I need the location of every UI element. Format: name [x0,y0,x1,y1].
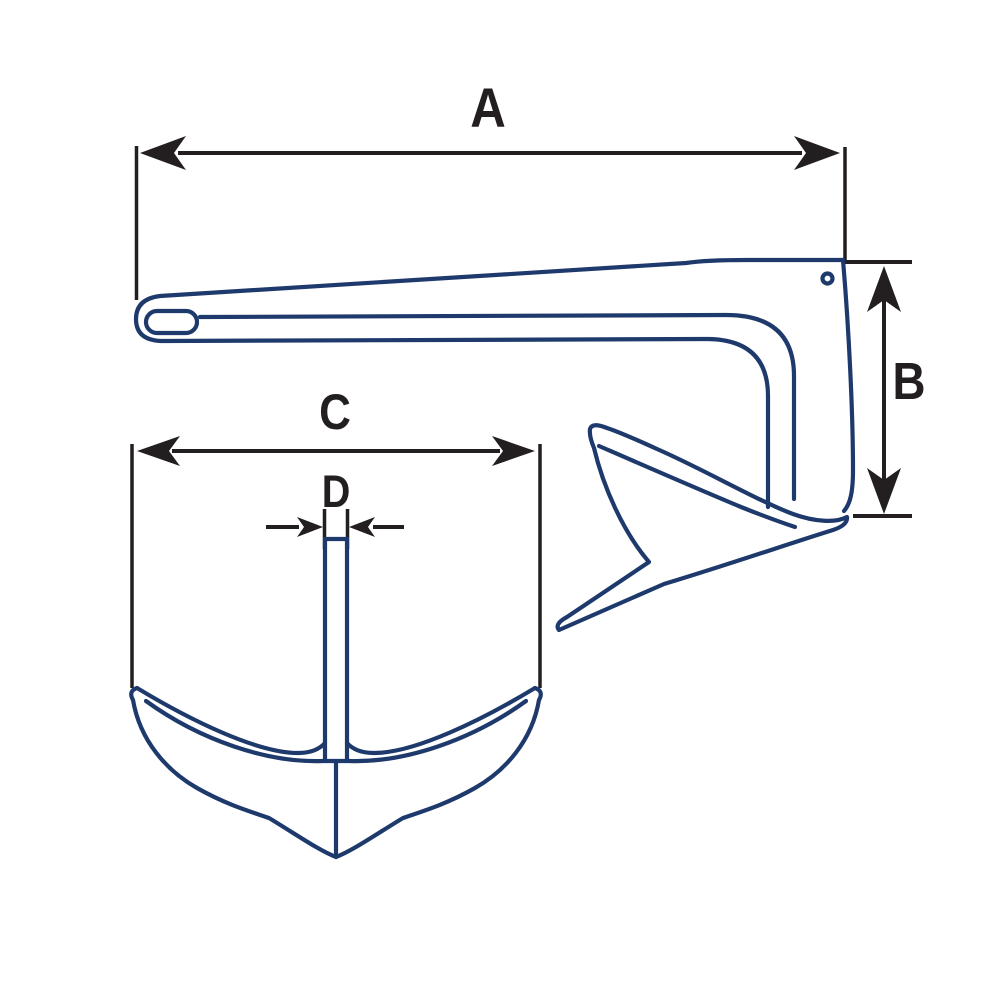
anchor-front-view [129,536,543,860]
dim-d-label: D [322,467,351,517]
front-center-keel [321,758,351,859]
dim-c-arrowhead-left-icon [137,436,180,466]
dimension-d: D [266,467,404,549]
front-wing-outer-right [333,685,543,860]
dim-b-label: B [892,353,925,410]
dim-a-arrowhead-right-icon [794,136,840,170]
dim-d-arrowhead-left-icon [349,517,375,537]
dimension-c: C [130,383,542,688]
dim-a-label: A [470,77,506,140]
dimension-a: A [134,77,847,300]
anchor-side-view [133,257,856,633]
front-wing-band-right [344,685,538,764]
dim-a-arrowhead-left-icon [140,136,186,170]
dimension-b: B [845,260,926,518]
dim-b-arrowhead-down-icon [867,468,901,514]
dim-d-arrowhead-right-icon [297,517,323,537]
front-shank [322,536,350,763]
shank-inner-edge [197,312,797,502]
shank-aft-edge [840,257,856,514]
front-wing-outer-left [129,685,339,860]
dim-b-arrowhead-up-icon [867,266,901,312]
shank-outline [133,257,846,510]
fluke-side-outline [555,423,850,633]
shackle-slot [143,308,200,336]
dim-c-arrowhead-right-icon [492,436,535,466]
shank-hole [820,271,835,286]
front-wing-band-left [134,685,328,764]
fluke-inner-rim [596,443,798,530]
dim-c-label: C [319,383,351,439]
